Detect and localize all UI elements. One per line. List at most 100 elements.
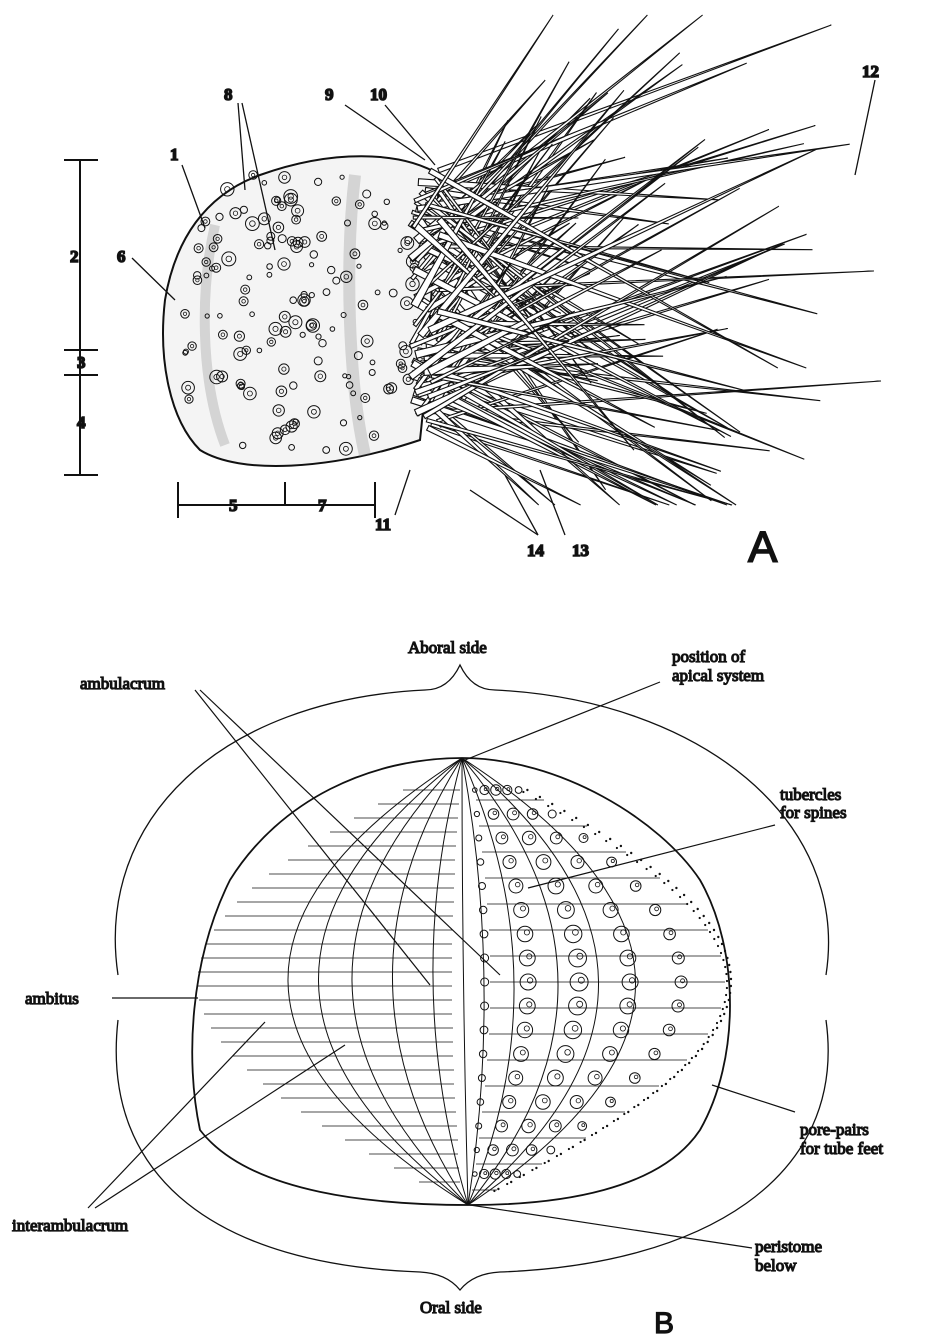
label-pore-1: pore-pairs [800, 1120, 869, 1139]
pore [697, 1050, 699, 1052]
pore [649, 866, 651, 868]
pore [726, 987, 728, 989]
pore [620, 845, 622, 847]
pore [580, 1141, 582, 1143]
label-8: 8 [224, 85, 233, 104]
pore [693, 910, 695, 912]
pore [568, 1148, 570, 1150]
pore [724, 950, 726, 952]
test-outline [192, 758, 730, 1205]
pore [519, 1176, 521, 1178]
pore [548, 1160, 550, 1162]
pore [690, 901, 692, 903]
pore [531, 1169, 533, 1171]
pore [719, 1015, 721, 1017]
label-apical-2: apical system [672, 666, 764, 685]
pore [724, 1001, 726, 1003]
pore [725, 973, 727, 975]
label-tubercles-1: tubercles [780, 785, 841, 804]
pore [688, 1062, 690, 1064]
pore [716, 1027, 718, 1029]
pore [598, 831, 600, 833]
pore [655, 875, 657, 877]
pore [661, 1085, 663, 1087]
pore [717, 936, 719, 938]
pore [497, 1188, 499, 1190]
pore [535, 798, 537, 800]
pore [728, 964, 730, 966]
label-pore-2: for tube feet [800, 1139, 883, 1158]
pore [669, 1078, 671, 1080]
label-11: 11 [375, 515, 391, 534]
pore [559, 812, 561, 814]
pore [605, 840, 607, 842]
pore [665, 1083, 667, 1085]
pore [683, 894, 685, 896]
pore [606, 1125, 608, 1127]
spine [425, 63, 747, 199]
pore [630, 852, 632, 854]
pore [677, 1071, 679, 1073]
pore [617, 1118, 619, 1120]
pore [681, 1069, 683, 1071]
label-interambulacrum: interambulacrum [12, 1216, 128, 1235]
pore [717, 945, 719, 947]
pore [616, 847, 618, 849]
pore [671, 889, 673, 891]
pore [701, 1048, 703, 1050]
pore [713, 929, 715, 931]
pore [643, 1099, 645, 1101]
pore [551, 803, 553, 805]
pore [675, 887, 677, 889]
pore [510, 1181, 512, 1183]
pore [583, 1139, 585, 1141]
tubercle-boss [251, 173, 254, 176]
pore [673, 1076, 675, 1078]
pore [725, 994, 727, 996]
label-12: 12 [862, 62, 879, 81]
pore [609, 838, 611, 840]
pore [613, 1120, 615, 1122]
pore [667, 880, 669, 882]
pore [730, 978, 732, 980]
label-13: 13 [572, 541, 589, 560]
pore [716, 1022, 718, 1024]
pore [691, 1057, 693, 1059]
pore [587, 824, 589, 826]
label-9: 9 [325, 85, 334, 104]
pore [591, 1134, 593, 1136]
pore [726, 957, 728, 959]
pore [728, 999, 730, 1001]
pore [684, 1064, 686, 1066]
pore [647, 1097, 649, 1099]
pore [713, 938, 715, 940]
label-tubercles-2: for spines [780, 803, 847, 822]
pore [506, 1183, 508, 1185]
pore [623, 1113, 625, 1115]
label-10: 10 [370, 85, 387, 104]
pore [703, 1043, 705, 1045]
label-6: 6 [117, 247, 126, 266]
pore [720, 1020, 722, 1022]
pore [708, 1036, 710, 1038]
pore [712, 1029, 714, 1031]
pore [547, 805, 549, 807]
panel-label-a: A [748, 523, 778, 572]
pore [627, 1111, 629, 1113]
pore [535, 1167, 537, 1169]
label-peristome-2: below [755, 1256, 797, 1275]
pore [720, 952, 722, 954]
spine-cluster [408, 15, 881, 505]
pore [730, 985, 732, 987]
pore [633, 1106, 635, 1108]
pore [602, 1127, 604, 1129]
pore [663, 882, 665, 884]
label-5: 5 [229, 496, 238, 515]
pore [523, 1174, 525, 1176]
pore [646, 868, 648, 870]
label-2: 2 [70, 247, 79, 266]
label-3: 3 [77, 353, 86, 372]
pore [729, 992, 731, 994]
pore [703, 915, 705, 917]
pore [595, 1132, 597, 1134]
